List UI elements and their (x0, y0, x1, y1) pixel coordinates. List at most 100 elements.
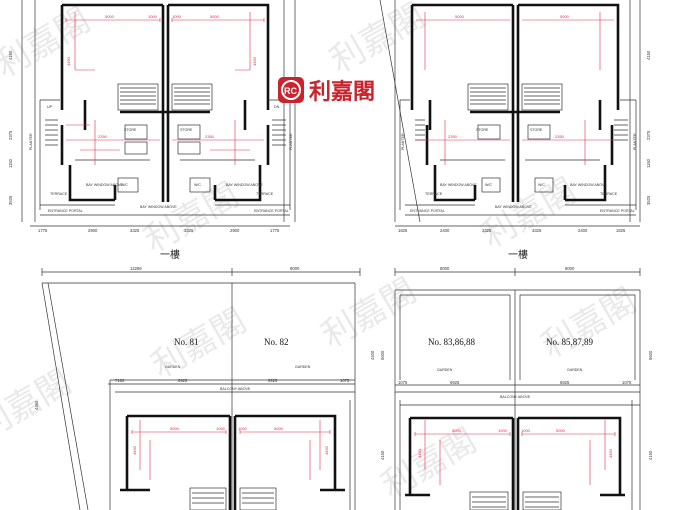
plan-annotation: 1075 (340, 378, 350, 383)
plan-annotation: 1000 (172, 14, 182, 19)
bay-window-label: BAY WINDOW ABOVE (140, 205, 177, 209)
plan-annotation: 1825 (398, 228, 408, 233)
plan-linework (614, 119, 628, 141)
plan-linework (481, 177, 501, 193)
plan-annotation: 4460 (324, 445, 329, 455)
plan-linework (408, 416, 622, 510)
plan-annotation: 1775 (38, 228, 48, 233)
plan-linework (120, 87, 156, 105)
plan-linework (399, 294, 636, 380)
up-label: UP (47, 105, 53, 109)
plan-linework (139, 420, 321, 480)
plan-annotation: 5000 (274, 426, 284, 431)
entrance-label: ENTRANCE PORTAL (600, 209, 635, 213)
plan-linework (177, 124, 201, 140)
plan-annotation: 4460 (132, 445, 137, 455)
plan-linework (410, 3, 620, 202)
terrace-label: TERRACE (256, 192, 274, 196)
logo-code: RC (284, 86, 297, 96)
wc-label: W/C (194, 183, 201, 187)
plan-annotation: 3325 (184, 228, 194, 233)
plan-annotation: 8000 (290, 266, 300, 271)
plan-linework (522, 491, 562, 510)
wc-label: W/C (485, 183, 492, 187)
plan-annotation: 2400 (578, 228, 588, 233)
plan-annotation: 1075 (398, 380, 408, 385)
plan-linework (66, 139, 264, 151)
plan-annotation: 5000 (560, 14, 570, 19)
plan-linework (399, 400, 640, 510)
unit-label-81: No. 81 (174, 337, 199, 347)
plan-annotation: 1000 (238, 426, 248, 431)
plan-annotation: 2350 (205, 134, 215, 139)
plan-linework (189, 487, 227, 510)
planter-label: PLANTER (29, 133, 33, 150)
plan-linework (65, 18, 265, 22)
floor-label-left: 一樓 (160, 248, 180, 261)
plan-linework (131, 430, 331, 434)
plan-annotation: 2350 (448, 134, 458, 139)
plan-annotation: 12286 (130, 266, 142, 271)
plan-linework (425, 125, 614, 202)
plan-linework (272, 119, 286, 146)
plan-linework (394, 289, 641, 510)
bay-window-label: BAY WINDOW ABOVE (495, 205, 532, 209)
entrance-label: ENTRANCE PORTAL (48, 209, 83, 213)
plan-annotation: 2900 (230, 228, 240, 233)
bay-window-label: BAY WINDOW ABOVE (86, 183, 123, 187)
watermark-layer: 利嘉閣 利嘉閣 利嘉閣 利嘉閣 利嘉閣 利嘉閣 利嘉閣 利嘉閣 利嘉閣 (0, 0, 643, 506)
plan-linework (239, 487, 277, 510)
dn-label: DN (274, 105, 280, 109)
plan-top-right: 5000 5000 2350 2350 STORE STORE W/C W/C … (379, 0, 651, 233)
plan-annotation: 5600 (380, 350, 385, 360)
plan-linework (469, 491, 509, 510)
store-label: STORE (530, 128, 543, 132)
plan-annotation: 5000 (170, 426, 180, 431)
plan-linework (124, 141, 148, 155)
store-label: STORE (124, 128, 137, 132)
plan-annotation: 6925 (560, 380, 570, 385)
floor-label-right: 一樓 (508, 248, 528, 261)
plan-annotation: 1825 (616, 228, 626, 233)
plan-linework (174, 87, 210, 105)
plan-bottom-right: 8000 8000 No. 83,86,88 No. 85,87,89 GARD… (380, 266, 653, 510)
plan-annotation: 4460 (608, 448, 613, 458)
logo-text: 利嘉閣 (309, 80, 375, 105)
plan-linework (467, 83, 509, 111)
plan-linework (192, 492, 274, 504)
terrace-label: TERRACE (600, 192, 618, 196)
garden-label: GARDEN (295, 365, 311, 369)
plan-annotation: 4460 (417, 448, 422, 458)
plan-top-left: 5000 5000 1000 1000 2350 2350 4460 4460 … (8, 0, 296, 233)
plan-annotation: 5000 (210, 14, 220, 19)
plan-linework (405, 159, 636, 216)
plan-linework (527, 124, 551, 140)
plan-annotation: 2350 (555, 134, 565, 139)
plan-linework (47, 282, 89, 510)
plan-annotation: 4460 (34, 400, 39, 410)
balcony-label: BALCONY ABOVE (500, 395, 531, 399)
watermark-text: 利嘉閣 (145, 301, 253, 387)
unit-label-83: No. 83,86,88 (428, 337, 475, 347)
plan-annotation: 4460 (252, 56, 257, 66)
entrance-label: ENTRANCE PORTAL (254, 209, 289, 213)
plan-linework (416, 12, 614, 141)
unit-label-82: No. 82 (264, 337, 289, 347)
plan-linework (424, 420, 606, 485)
plan-linework (281, 80, 301, 100)
plan-annotation: 6925 (178, 378, 188, 383)
plan-linework (399, 99, 637, 210)
plan-annotation: 1000 (216, 426, 226, 431)
plan-annotation: 2900 (88, 228, 98, 233)
plan-linework (521, 83, 563, 111)
plan-annotation: 5000 (556, 428, 566, 433)
plan-annotation: 3525 (8, 195, 13, 205)
plan-bottom-left: 12286 8000 No. 81 No. 82 GARDEN GARDEN B… (34, 266, 375, 510)
watermark-text: 利嘉閣 (324, 0, 432, 81)
plan-annotation: 1000 (498, 428, 508, 433)
plan-linework (177, 141, 201, 155)
plan-annotation: 1775 (270, 228, 280, 233)
watermark-text: 利嘉閣 (375, 421, 483, 507)
watermark-text: 利嘉閣 (535, 281, 643, 367)
